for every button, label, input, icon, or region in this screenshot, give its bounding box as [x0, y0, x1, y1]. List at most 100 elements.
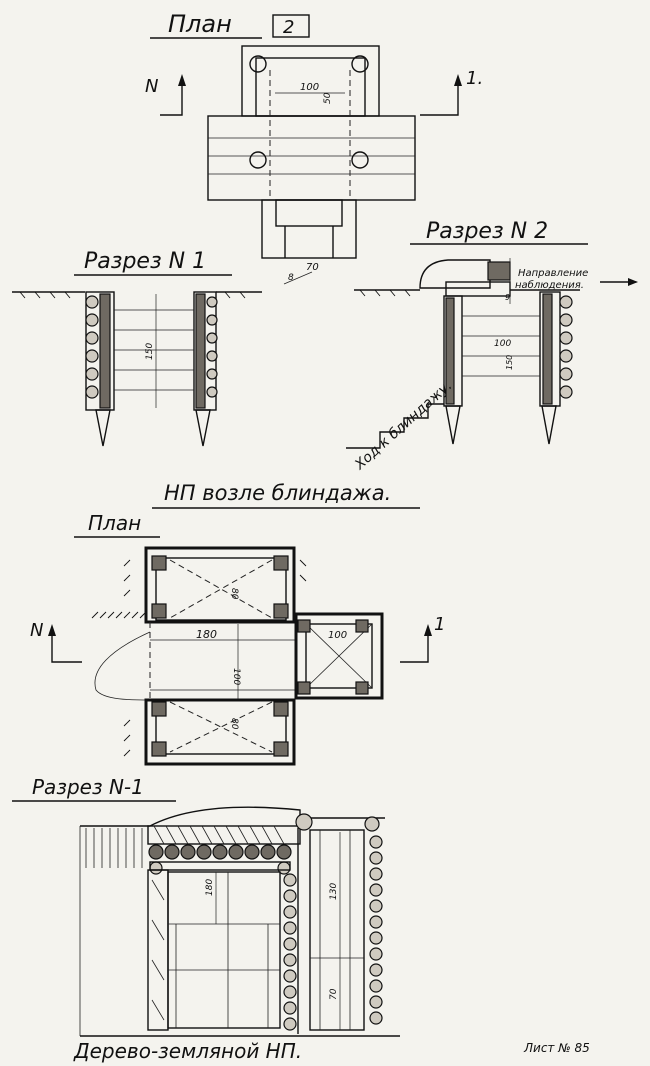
dim-80: 80: [229, 718, 239, 730]
passage-label: Ход к блиндажу.: [351, 378, 455, 474]
wall-plank: [445, 297, 455, 405]
top-plan-view: План 2 100 50 70 8 N 1.: [145, 10, 483, 285]
diagonal-hidden: [169, 559, 273, 619]
corner-post: [273, 603, 289, 619]
diagonal-hidden: [169, 701, 273, 753]
roof-hatch: [153, 825, 285, 845]
trench-hatch: [85, 828, 143, 868]
dim-130: 130: [329, 883, 339, 900]
dim-leader: [283, 271, 313, 285]
arrow-head-icon: [454, 74, 462, 86]
drawing-caption: Дерево-земляной НП.: [73, 1039, 302, 1063]
corner-post: [297, 619, 311, 633]
log-stack: [206, 296, 218, 398]
corner-post: [355, 681, 369, 695]
corner-post: [151, 701, 167, 717]
wall-plank: [542, 293, 553, 405]
log-column: [283, 873, 297, 1031]
dim-100: 100: [494, 339, 511, 349]
earth-hatch: [359, 289, 411, 297]
view-direction-label-2: наблюдения.: [515, 279, 584, 291]
dim-180: 180: [196, 628, 217, 641]
plan-cross-beams: [207, 115, 416, 201]
diagonal-hidden: [169, 701, 273, 753]
plan-entrance-step: [275, 199, 343, 227]
dim-180: 180: [205, 879, 215, 896]
entrance-curve: [94, 631, 151, 701]
arrow-head-icon: [178, 74, 186, 86]
wall-plank: [195, 293, 206, 409]
dim-9: 9: [505, 293, 510, 302]
roof-logs: [148, 844, 292, 875]
corner-post: [151, 555, 167, 571]
section-mark-left: N: [145, 76, 158, 97]
section-arrow-left: [160, 80, 183, 116]
lower-chamber-inner: [155, 699, 287, 755]
chamber-interior: [167, 871, 281, 1029]
corner-post: [151, 741, 167, 757]
side-cell-inner: [305, 623, 373, 689]
dim-150: 150: [505, 355, 514, 370]
section-2-title: Разрез N 2: [426, 219, 548, 244]
corner-post: [273, 701, 289, 717]
observation-cell: [309, 829, 365, 1031]
view-direction-label-1: Направление: [518, 268, 588, 279]
stake: [95, 409, 111, 447]
side-cell: [294, 612, 384, 700]
corner-post: [151, 603, 167, 619]
section-arrow-right: [420, 80, 459, 116]
upper-chamber: [144, 546, 296, 624]
dim-80: 80: [229, 588, 239, 600]
corner-post: [297, 681, 311, 695]
cell-diagonal: [305, 623, 373, 689]
section-mark-right: 1: [434, 614, 445, 635]
section-mark-left: N: [30, 620, 43, 641]
dim-8: 8: [288, 273, 294, 283]
roof-slab: [445, 281, 511, 297]
earth-mound: [80, 806, 301, 827]
section-arrow-left: [51, 630, 82, 663]
corner-post: [355, 619, 369, 633]
entry-steps: [346, 403, 444, 449]
corner-post: [273, 555, 289, 571]
log-stack: [85, 295, 99, 399]
corner-post: [351, 55, 369, 73]
roof-log: [419, 259, 491, 289]
log-column: [364, 816, 383, 1025]
earth-hatch: [91, 611, 147, 619]
bottom-section-title: Разрез N-1: [32, 775, 144, 799]
earth-hatch: [123, 559, 307, 757]
log-stack: [559, 295, 573, 399]
top-log: [295, 813, 313, 831]
section-1-title: Разрез N 1: [84, 249, 206, 274]
dim-70: 70: [329, 988, 339, 1000]
arrow-head-icon: [48, 624, 56, 636]
corner-post: [249, 55, 267, 73]
dim-50: 50: [323, 92, 333, 104]
stake: [445, 405, 461, 445]
dim-150: 150: [145, 343, 155, 360]
roof-beam: [487, 261, 511, 281]
arrow-head-icon: [628, 278, 638, 286]
section-title-np: НП возле блиндажа.: [164, 481, 391, 505]
section-mark-right: 1.: [466, 68, 483, 89]
stake: [541, 405, 557, 445]
corner-post: [273, 741, 289, 757]
corner-post: [249, 151, 267, 169]
middle-plan-view: План 80 180 100 100: [30, 511, 445, 766]
corner-post: [351, 151, 369, 169]
roof-beam: [149, 861, 291, 871]
dim-70: 70: [306, 262, 319, 273]
sheet-number: 2: [283, 17, 294, 38]
section-2-view: Разрез N 2 9 Направление наблюдения. 100…: [346, 219, 638, 474]
stake: [195, 409, 211, 447]
top-plan-title: План: [168, 10, 232, 38]
wall-grain: [151, 879, 165, 1021]
sheet-label: Лист № 85: [523, 1041, 590, 1055]
dim-100: 100: [231, 668, 241, 685]
dim-100: 100: [300, 82, 319, 93]
dim-100: 100: [328, 630, 347, 641]
left-wall-post: [147, 869, 169, 1031]
